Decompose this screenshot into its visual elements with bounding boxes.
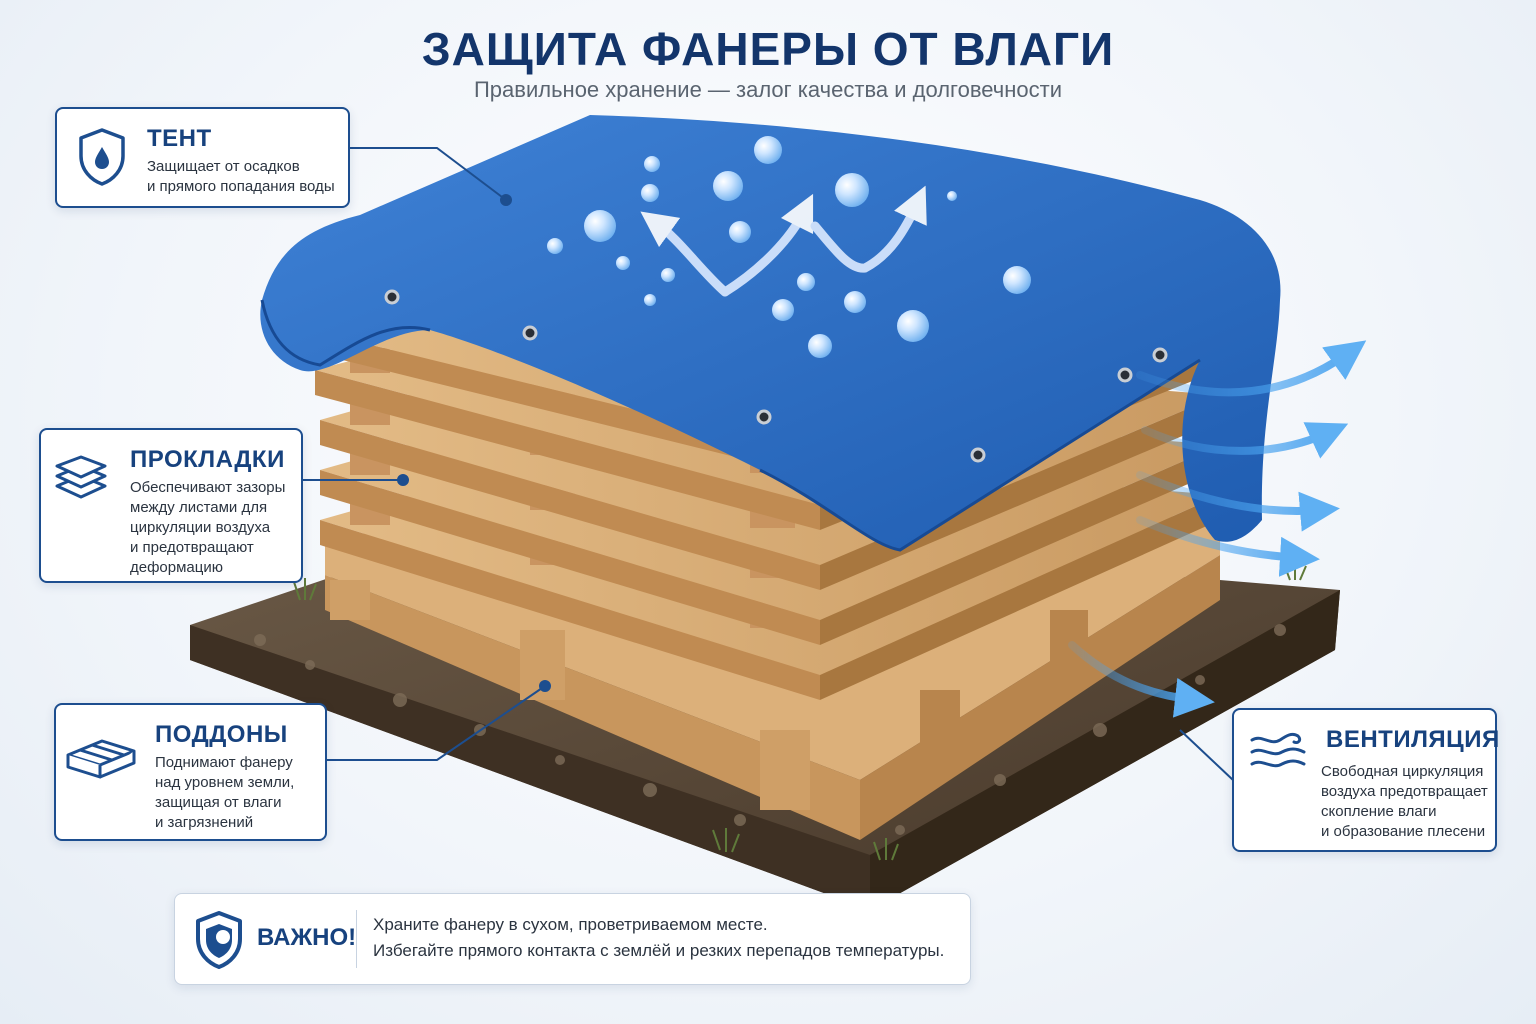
pallet-icon	[66, 739, 136, 779]
card-pallets: ПОДДОНЫ Поднимают фанеру над уровнем зем…	[54, 703, 327, 841]
card-ventilation-title: ВЕНТИЛЯЦИЯ	[1326, 726, 1500, 753]
important-note: ВАЖНО! Храните фанеру в сухом, проветрив…	[174, 893, 971, 985]
important-note-text: Храните фанеру в сухом, проветриваемом м…	[373, 915, 945, 960]
shield-drop-icon	[79, 128, 125, 186]
leader-lines	[303, 147, 1234, 781]
important-note-title: ВАЖНО!	[257, 924, 357, 951]
water-drops	[547, 136, 1031, 358]
tarp	[260, 115, 1281, 552]
card-ventilation-text: Свободная циркуляция воздуха предотвраща…	[1321, 763, 1488, 840]
card-tent-text: Защищает от осадков и прямого попадания …	[147, 158, 335, 195]
water-deflect-arrows	[640, 185, 927, 297]
page-subtitle: Правильное хранение — залог качества и д…	[473, 77, 1062, 102]
layers-icon	[55, 455, 107, 499]
card-ventilation: ВЕНТИЛЯЦИЯ Свободная циркуляция воздуха …	[1232, 708, 1500, 852]
wind-icon	[1250, 732, 1306, 768]
card-spacers-text: Обеспечивают зазоры между листами для ци…	[130, 479, 286, 576]
card-spacers-title: ПРОКЛАДКИ	[130, 446, 285, 473]
airflow-arrows	[1068, 340, 1367, 718]
card-tent: ТЕНТ Защищает от осадков и прямого попад…	[55, 107, 350, 208]
card-pallets-title: ПОДДОНЫ	[155, 721, 288, 748]
card-tent-title: ТЕНТ	[147, 125, 212, 152]
shield-icon	[196, 911, 242, 969]
card-pallets-text: Поднимают фанеру над уровнем земли, защи…	[155, 754, 295, 831]
note-divider	[356, 910, 357, 968]
card-spacers: ПРОКЛАДКИ Обеспечивают зазоры между лист…	[39, 428, 303, 583]
page-title: ЗАЩИТА ФАНЕРЫ ОТ ВЛАГИ	[421, 23, 1115, 75]
